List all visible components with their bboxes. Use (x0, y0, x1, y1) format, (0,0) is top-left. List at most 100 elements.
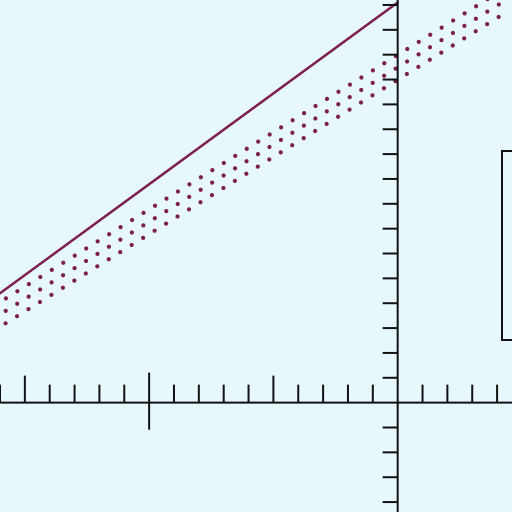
series-2-marker (462, 23, 467, 28)
series-2-marker (439, 38, 444, 43)
series-2-marker (107, 232, 112, 237)
series-2-marker (416, 64, 421, 69)
series-1-line (0, 1, 399, 295)
series-2-marker (187, 194, 192, 199)
series-2-marker (439, 25, 444, 30)
series-2-marker (83, 271, 88, 276)
series-2-marker (175, 189, 181, 194)
series-2-marker (84, 246, 89, 251)
series-2-marker (451, 18, 456, 23)
series-2-marker (49, 267, 54, 272)
series-2-marker (256, 139, 261, 144)
series-layer (0, 0, 501, 326)
series-2-marker (324, 109, 329, 114)
series-2-marker (232, 166, 238, 171)
series-2-marker (336, 89, 341, 94)
series-2-marker (38, 274, 43, 280)
series-2-marker (313, 116, 318, 121)
series-2-marker (106, 244, 112, 249)
series-2-marker (198, 175, 203, 180)
series-2-marker (15, 289, 20, 294)
series-2-marker (313, 103, 318, 109)
series-2-marker (427, 45, 433, 50)
series-2-marker (221, 173, 226, 178)
series-2-marker (72, 265, 77, 271)
series-2-marker (462, 36, 467, 41)
series-2-marker (95, 264, 100, 269)
series-2-marker (404, 71, 409, 77)
series-2-marker (233, 153, 238, 158)
series-2-marker (301, 111, 307, 116)
series-2-marker (255, 152, 261, 157)
series-2-marker (61, 260, 66, 265)
series-2-marker (301, 135, 306, 141)
series-2-marker (152, 216, 157, 221)
series-2-marker (485, 0, 490, 2)
series-2-marker (267, 144, 272, 150)
series-2-marker (175, 201, 180, 207)
series-2-marker (290, 118, 295, 123)
series-2-marker (473, 16, 478, 21)
series-2-marker (450, 43, 455, 48)
series-2-marker (244, 171, 249, 176)
series-2-marker (72, 253, 77, 258)
series-2-marker (244, 159, 249, 164)
series-2-marker (462, 11, 467, 16)
series-2-marker (324, 121, 329, 126)
series-2-marker (496, 2, 501, 7)
series-2-marker (141, 223, 146, 228)
series-2-marker (232, 178, 237, 183)
series-2-marker (198, 200, 203, 205)
series-2-marker (370, 68, 375, 73)
series-2-marker (336, 102, 341, 107)
series-2-marker (175, 214, 180, 219)
series-2-marker (278, 150, 283, 155)
series-2-marker (141, 210, 146, 215)
series-2-marker (187, 182, 192, 187)
series-2-marker (209, 192, 215, 198)
series-2-marker (38, 287, 43, 292)
series-2-marker (118, 225, 123, 230)
series-2-marker (49, 280, 54, 285)
series-2-marker (382, 61, 387, 66)
series-2-marker (473, 4, 479, 9)
series-2-marker (347, 107, 352, 112)
series-2-marker (60, 273, 66, 278)
series-2-marker (106, 257, 111, 262)
series-2-marker (26, 282, 31, 287)
series-2-marker (198, 187, 203, 192)
series-2-marker (267, 157, 272, 162)
series-2-marker (49, 292, 54, 297)
series-2-marker (118, 249, 123, 255)
series-2-marker (152, 203, 158, 208)
series-2-marker (324, 96, 330, 101)
series-2-marker (381, 86, 387, 91)
series-2-marker (129, 242, 134, 248)
series-2-marker (26, 294, 31, 299)
series-2-marker (427, 57, 432, 62)
series-2-marker (370, 80, 375, 85)
series-2-marker (163, 221, 169, 226)
series-2-marker (95, 239, 100, 244)
series-2-marker (72, 278, 77, 283)
series-2-marker (26, 306, 31, 312)
series-2-marker (301, 123, 306, 128)
series-2-marker (496, 14, 501, 20)
series-2-marker (15, 301, 20, 306)
series-2-marker (244, 146, 249, 151)
series-2-marker (393, 66, 398, 71)
series-2-marker (83, 258, 89, 264)
series-2-marker (221, 160, 226, 166)
series-2-marker (37, 299, 43, 305)
series-2-marker (221, 185, 226, 191)
series-2-marker (313, 128, 318, 134)
series-2-marker (164, 209, 169, 214)
series-2-marker (450, 30, 456, 36)
series-2-marker (152, 228, 157, 233)
series-2-marker (347, 82, 353, 87)
series-2-marker (141, 235, 146, 240)
series-2-marker (210, 180, 215, 185)
